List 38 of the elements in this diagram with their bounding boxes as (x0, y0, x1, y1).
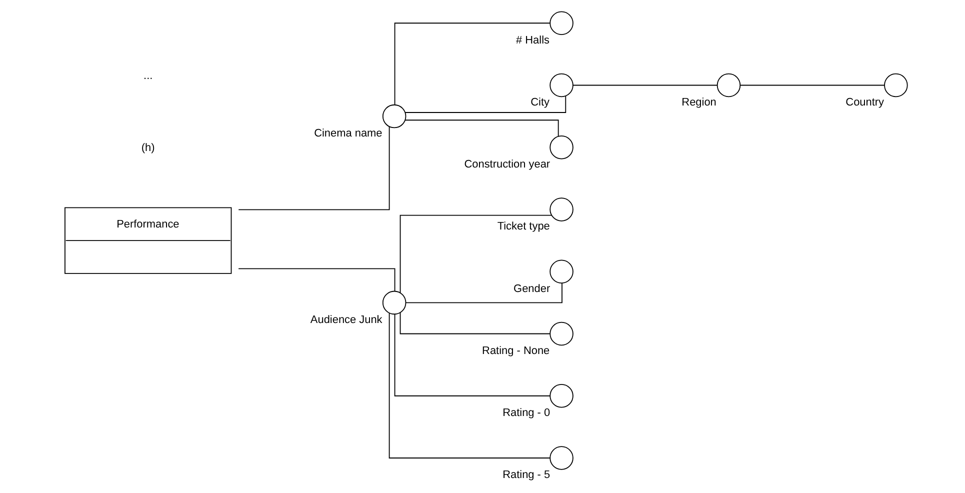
node-label: Gender (514, 282, 550, 295)
node-circle (382, 104, 406, 128)
node-circle (550, 446, 574, 470)
node-circle (550, 322, 574, 346)
connector (405, 282, 562, 304)
node-circle (550, 136, 574, 160)
connector (404, 96, 566, 113)
node-label: Rating - None (482, 344, 550, 357)
node-label: Ticket type (497, 220, 550, 233)
connector (572, 84, 718, 86)
node-circle (550, 260, 574, 284)
label: (h) (141, 142, 155, 154)
connector (394, 314, 551, 396)
connector (394, 22, 551, 106)
node-circle (550, 198, 574, 222)
node-circle (884, 73, 908, 98)
connector (238, 126, 390, 210)
label: ... (144, 70, 153, 82)
node-label: Construction year (464, 158, 550, 171)
connector (400, 214, 552, 294)
node-label: Cinema name (314, 127, 382, 140)
node-circle (550, 11, 574, 35)
connector (238, 268, 396, 292)
node-label: Region (682, 96, 716, 108)
node-circle (716, 73, 741, 98)
connector (740, 84, 885, 86)
node-circle (550, 384, 574, 408)
node-label: Rating - 5 (502, 469, 550, 482)
connector (404, 120, 559, 137)
node-label: Country (846, 96, 884, 108)
connector (400, 312, 550, 334)
node-label: City (530, 96, 550, 108)
node-label: Rating - 0 (502, 407, 550, 420)
node-label: Audience Junk (310, 314, 382, 326)
connector (388, 312, 550, 458)
node-label: # Halls (516, 34, 550, 46)
node-circle (382, 290, 406, 315)
node-circle (550, 73, 574, 98)
